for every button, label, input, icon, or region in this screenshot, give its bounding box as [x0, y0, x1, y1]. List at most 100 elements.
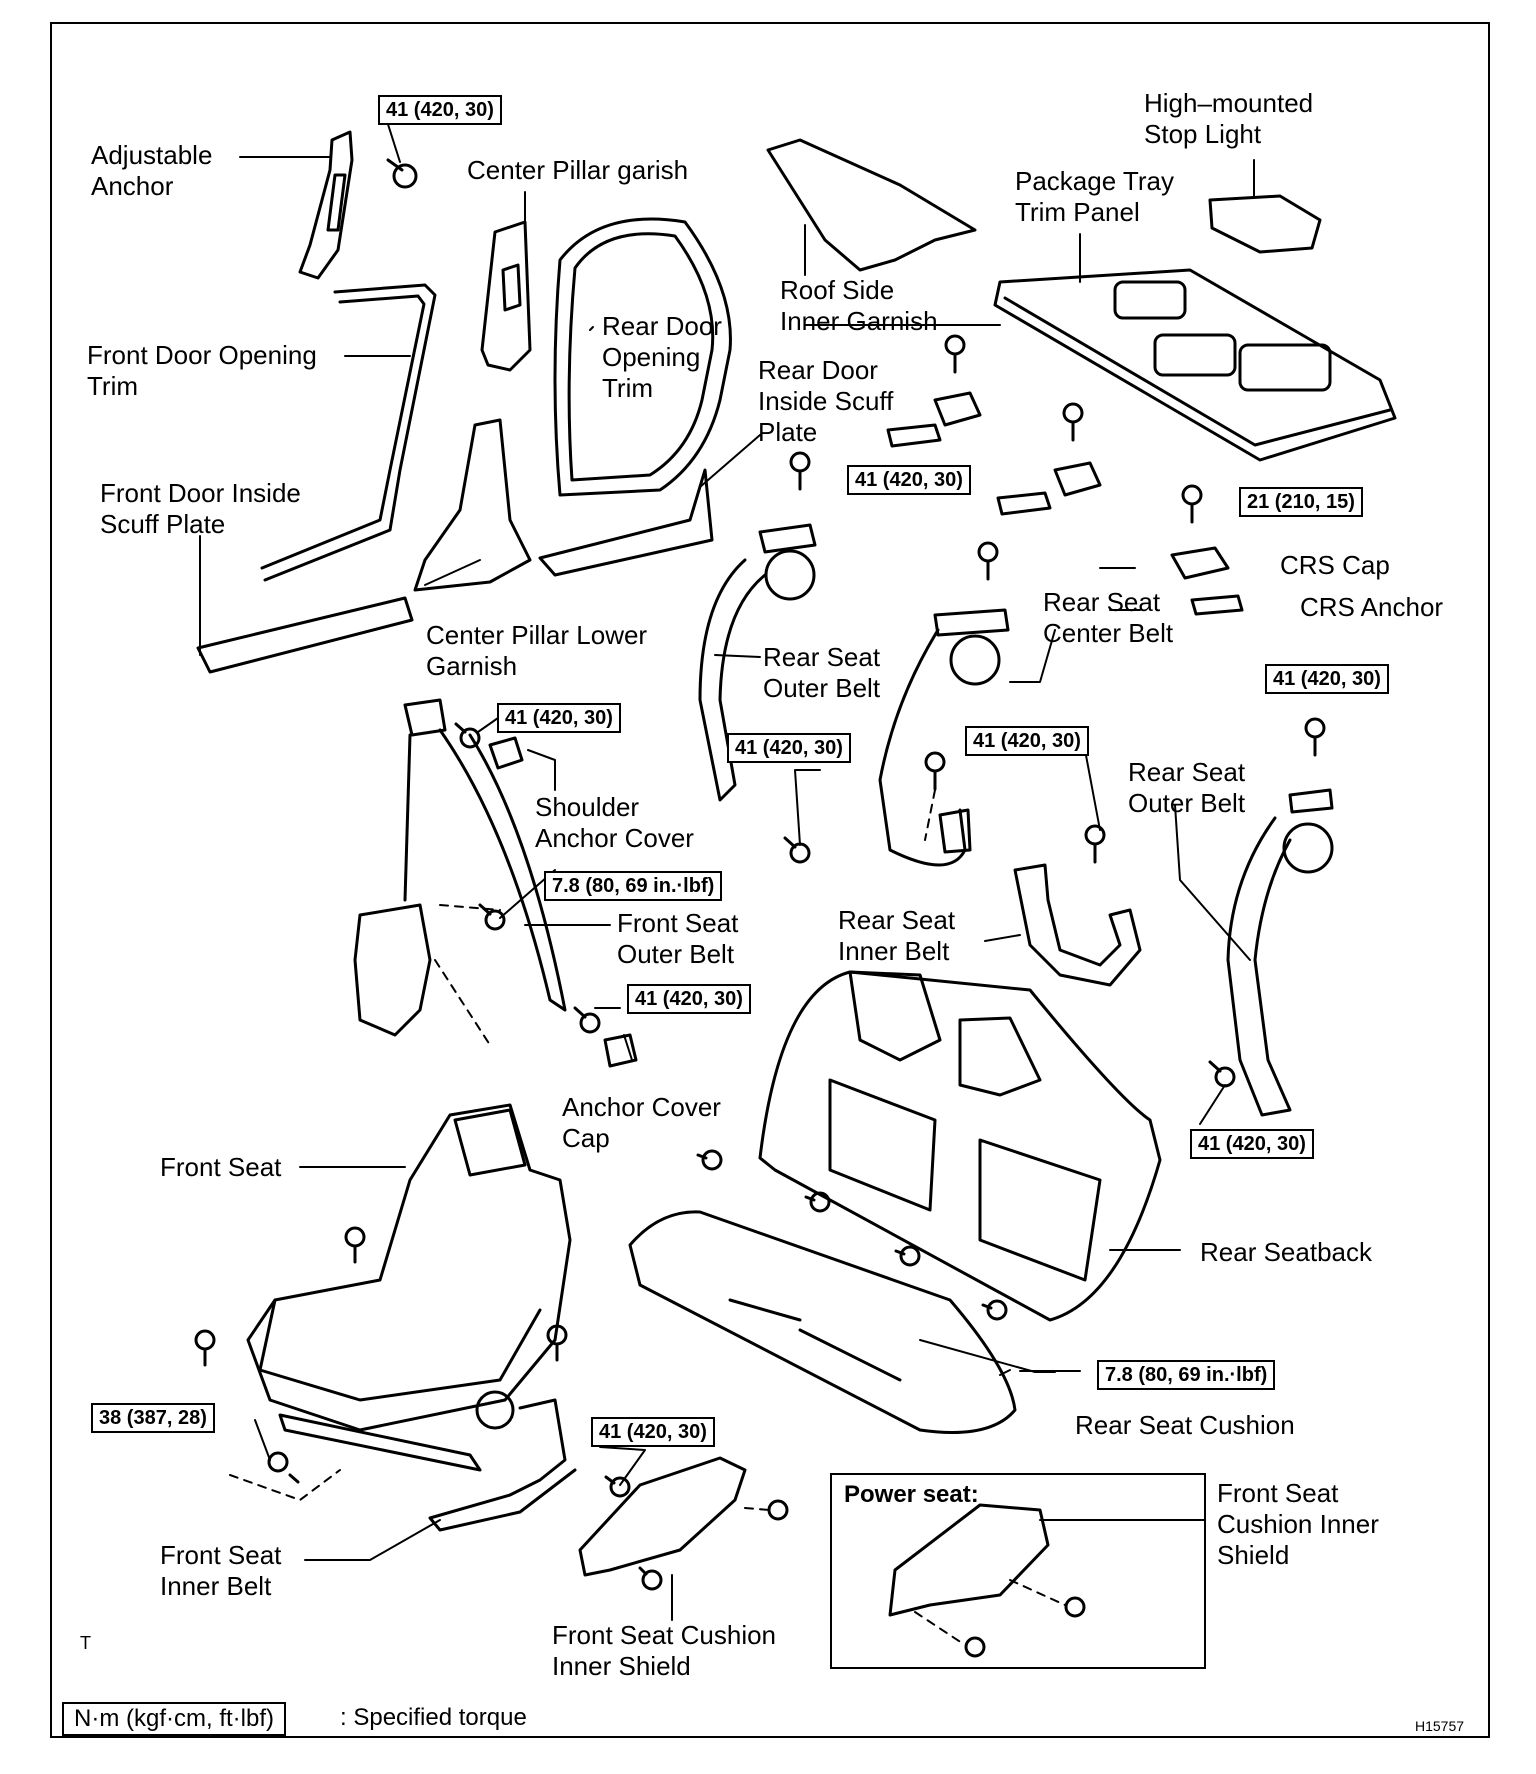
torque-box-rear-scuff: 41 (420, 30)	[847, 465, 971, 495]
bolt-icon	[977, 541, 999, 581]
bolt-icon	[386, 158, 418, 189]
figure-id: H15757	[1415, 1718, 1465, 1734]
rear-seat-outer-belt-left-part	[698, 523, 817, 802]
label-rear-seatback: Rear Seatback	[1200, 1237, 1372, 1267]
rear-seat-center-belt-part	[878, 608, 1010, 867]
torque-box-front-outer-belt: 7.8 (80, 69 in.·lbf)	[544, 871, 723, 901]
rear-seat-outer-belt-right-part	[1226, 788, 1334, 1117]
torque-box-rear-outer-right-lower: 41 (420, 30)	[1190, 1129, 1314, 1159]
label-crs-cap: CRS Cap	[1280, 550, 1390, 580]
torque-box-rear-cushion: 7.8 (80, 69 in.·lbf)	[1097, 1360, 1276, 1390]
crs-anchor-icon	[1190, 594, 1244, 616]
torque-box-rear-outer-left: 41 (420, 30)	[727, 733, 851, 763]
bolt-icon	[604, 1475, 631, 1498]
torque-box-front-outer-lower: 41 (420, 30)	[627, 984, 751, 1014]
shoulder-anchor-cover-icon	[488, 736, 524, 770]
bolt-icon	[767, 1499, 789, 1521]
torque-box-adjustable-anchor: 41 (420, 30)	[378, 95, 502, 125]
power-seat-inset: Power seat:	[830, 1473, 1206, 1669]
bolt-icon	[894, 1245, 921, 1267]
legend-unit-box: N·m (kgf·cm, ft·lbf)	[62, 1702, 286, 1736]
roof-side-inner-garnish-part	[766, 138, 977, 272]
label-crs-anchor: CRS Anchor	[1300, 592, 1444, 622]
bolt-icon	[1304, 717, 1326, 757]
crs-cap-icon	[933, 391, 982, 427]
torque-box-rear-center: 41 (420, 30)	[965, 726, 1089, 756]
label-rear-seat-outer-belt-right: Rear Seat Outer Belt	[1128, 757, 1246, 818]
torque-box-front-inner-belt: 41 (420, 30)	[591, 1417, 715, 1447]
package-tray-trim-panel-part	[993, 268, 1397, 462]
label-rear-seat-cushion: Rear Seat Cushion	[1075, 1410, 1295, 1440]
torque-box-shoulder-anchor: 41 (420, 30)	[497, 703, 621, 733]
legend-description: : Specified torque	[340, 1704, 527, 1731]
crs-cap-icon	[1170, 546, 1230, 580]
label-front-door-opening-trim: Front Door Opening Trim	[87, 340, 317, 401]
bolt-icon	[573, 1006, 601, 1034]
front-seat-cushion-inner-shield-part	[578, 1456, 747, 1577]
bolt-icon	[783, 836, 811, 864]
label-front-seat: Front Seat	[160, 1152, 282, 1182]
label-shoulder-anchor-cover: Shoulder Anchor Cover	[535, 792, 694, 853]
label-rear-door-opening-trim: Rear Door Opening Trim	[602, 311, 722, 403]
torque-box-rear-outer-right-top: 41 (420, 30)	[1265, 664, 1389, 694]
bolt-icon	[1062, 402, 1084, 442]
bolt-icon	[194, 1329, 216, 1367]
bolt-icon	[964, 1636, 986, 1658]
label-rear-seat-outer-belt-left: Rear Seat Outer Belt	[763, 642, 881, 703]
front-seat-inner-belt-part	[428, 1390, 577, 1532]
bolt-icon	[981, 1299, 1008, 1321]
torque-box-front-seat: 38 (387, 28)	[91, 1403, 215, 1433]
bolt-icon	[454, 722, 481, 749]
bolt-icon	[1084, 824, 1106, 864]
corner-mark: T	[80, 1633, 91, 1653]
adjustable-anchor-part	[298, 130, 354, 280]
crs-cap-icon	[1053, 461, 1102, 497]
front-door-opening-trim-part	[260, 283, 437, 582]
bolt-icon	[638, 1566, 663, 1591]
power-seat-shield-part	[888, 1503, 1050, 1617]
high-mounted-stop-light-part	[1208, 194, 1322, 254]
label-high-mounted-stop-light: High–mounted Stop Light	[1144, 88, 1314, 149]
center-pillar-garnish-part	[480, 220, 532, 372]
label-front-door-inside-scuff-plate: Front Door Inside Scuff Plate	[100, 478, 301, 539]
rear-seat-inner-belt-part	[1013, 863, 1142, 987]
bolt-icon	[1208, 1060, 1236, 1088]
power-seat-title: Power seat:	[844, 1481, 979, 1508]
anchor-cover-cap-icon	[603, 1033, 638, 1068]
label-rear-seat-center-belt: Rear Seat Center Belt	[1043, 587, 1174, 648]
label-roof-side-inner-garnish: Roof Side Inner Garnish	[780, 275, 938, 336]
bolt-icon	[344, 1226, 366, 1264]
crs-anchor-icon	[886, 423, 942, 448]
label-rear-door-inside-scuff-plate: Rear Door Inside Scuff Plate	[758, 355, 894, 447]
label-anchor-cover-cap: Anchor Cover Cap	[562, 1092, 721, 1153]
front-seat-part	[246, 1103, 572, 1472]
label-front-seat-cushion-inner-shield: Front Seat Cushion Inner Shield	[552, 1620, 777, 1681]
rear-door-opening-trim-part	[553, 217, 732, 497]
label-front-seat-inner-belt: Front Seat Inner Belt	[160, 1540, 282, 1601]
bolt-icon	[1181, 484, 1203, 524]
label-center-pillar-garish: Center Pillar garish	[467, 155, 689, 185]
label-adjustable-anchor: Adjustable Anchor	[91, 140, 213, 201]
label-rear-seat-inner-belt: Rear Seat Inner Belt	[838, 905, 956, 966]
torque-box-crs: 21 (210, 15)	[1239, 487, 1363, 517]
front-door-inside-scuff-plate-part	[196, 596, 414, 674]
bolt-icon	[924, 751, 946, 791]
rear-seatback-part	[758, 970, 1162, 1322]
label-package-tray-trim-panel: Package Tray Trim Panel	[1015, 166, 1174, 227]
rear-door-inside-scuff-plate-part	[538, 468, 714, 577]
bolt-icon	[696, 1149, 723, 1171]
center-pillar-lower-garnish-part	[413, 418, 532, 592]
bolt-icon	[944, 334, 966, 374]
bolt-icon	[789, 451, 811, 491]
label-front-seat-cushion-inner-shield-power: Front Seat Cushion Inner Shield	[1217, 1478, 1379, 1570]
crs-anchor-icon	[996, 491, 1052, 516]
label-front-seat-outer-belt: Front Seat Outer Belt	[617, 908, 739, 969]
label-center-pillar-lower-garnish: Center Pillar Lower Garnish	[426, 620, 648, 681]
leader-lines	[199, 117, 1255, 1621]
bolt-icon	[546, 1324, 568, 1362]
bolt-icon	[267, 1451, 300, 1484]
diagram-frame	[50, 22, 1490, 1738]
bolt-icon	[1064, 1596, 1086, 1618]
bolt-icon	[804, 1191, 831, 1213]
